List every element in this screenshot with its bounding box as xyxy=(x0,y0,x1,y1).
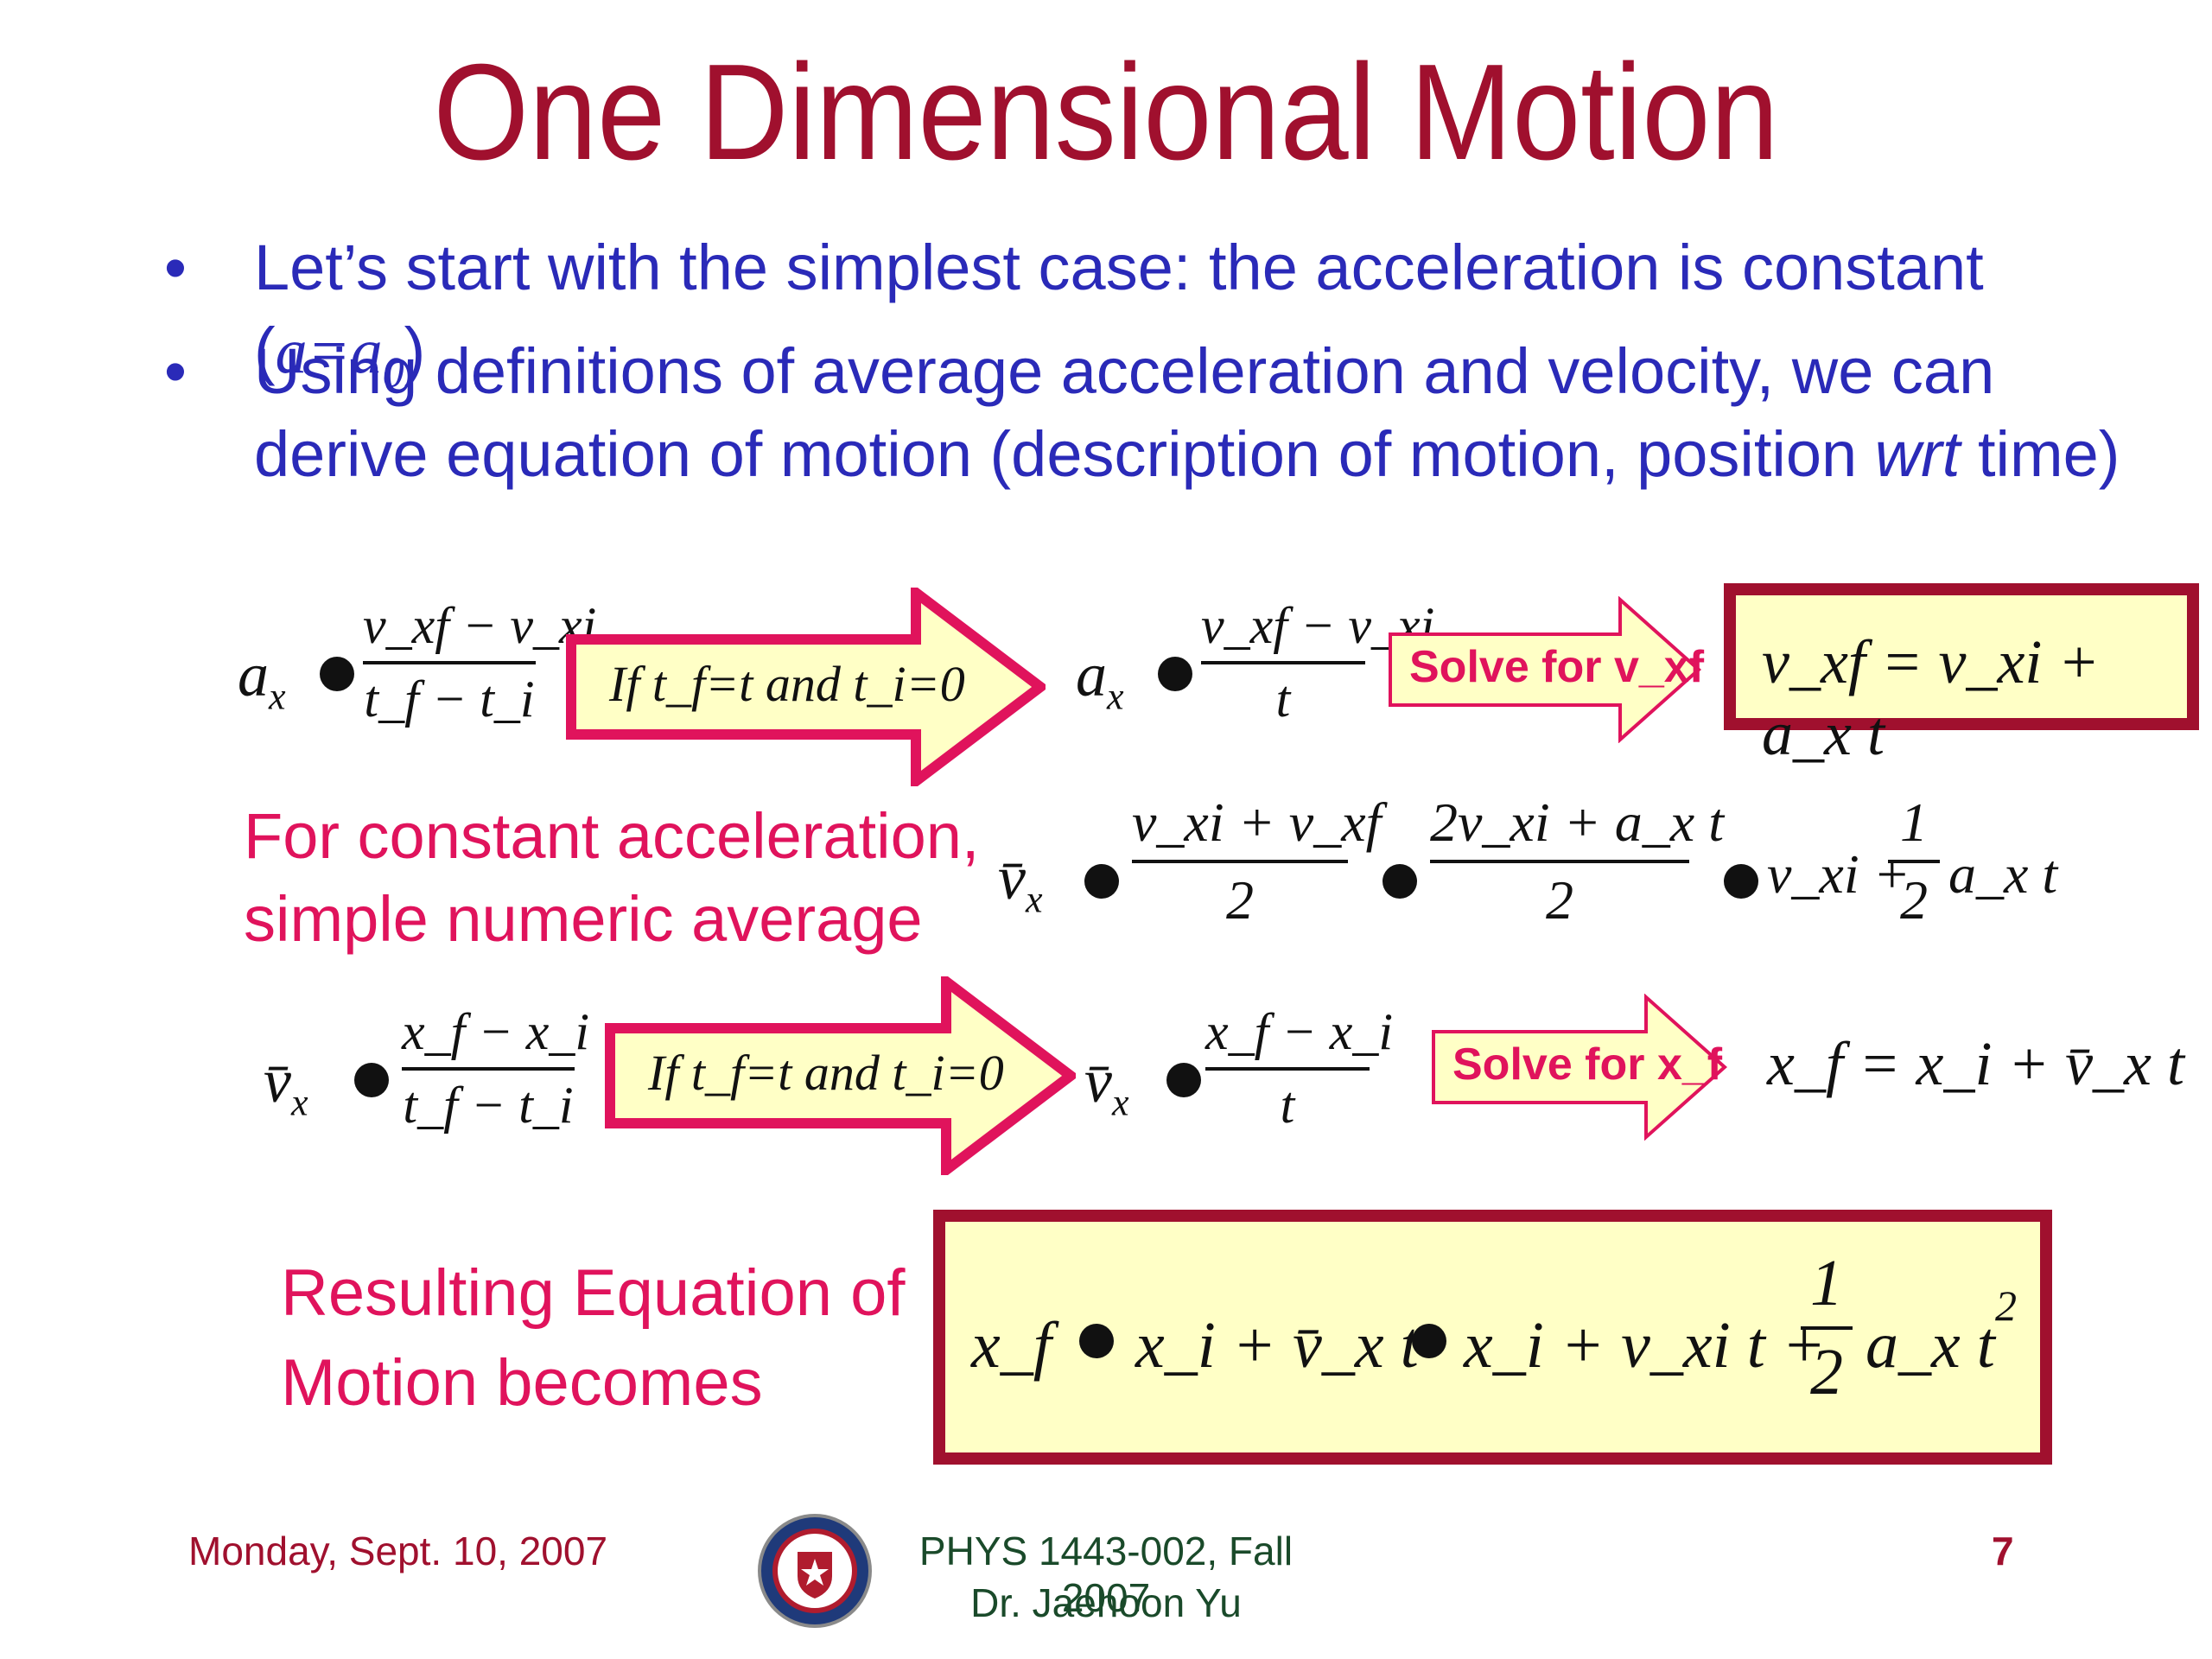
equals-dot xyxy=(1382,864,1417,899)
row1-result-box: v_xf = v_xi + a_x t xyxy=(1724,583,2199,768)
final-eq-part3: x_i + v_xi t + xyxy=(1464,1309,1827,1382)
equals-dot xyxy=(1158,657,1192,691)
result-label: Resulting Equation of Motion becomes xyxy=(281,1256,906,1420)
final-eq-part2: x_i + v̄_x t xyxy=(1135,1309,1419,1382)
bullet-2-text-b: time) xyxy=(1960,418,2120,490)
equals-dot xyxy=(1079,1324,1114,1358)
row3-rhs: v̄x xyxy=(1084,1046,1129,1124)
row1-result: v_xf = v_xi + a_x t xyxy=(1762,627,2101,768)
page-number: 7 xyxy=(1992,1529,2014,1573)
row1-arrow-label: If t_f=t and t_i=0 xyxy=(609,656,965,712)
footer-instructor: Dr. Jaehoon Yu xyxy=(970,1580,1242,1625)
final-eq-tail: a_x t xyxy=(1866,1309,1995,1382)
bullet-marker: • xyxy=(164,232,187,303)
slide-title: One Dimensional Motion xyxy=(433,36,1779,188)
footer-date: Monday, Sept. 10, 2007 xyxy=(188,1529,608,1573)
equals-dot xyxy=(1084,864,1119,899)
equals-dot xyxy=(354,1063,389,1097)
footer-course: PHYS 1443-002, Fall 2007 xyxy=(918,1529,1294,1620)
bullet-2-italic: wrt xyxy=(1874,418,1961,490)
bullet-1-text: Let’s start with the simplest case: the … xyxy=(254,232,1984,386)
bullet-marker: • xyxy=(164,335,187,407)
row1-lhs: ax xyxy=(238,640,286,718)
bullet-1-close: ) xyxy=(404,315,426,386)
row3-arrow: If t_f=t and t_i=0 xyxy=(605,976,1076,1175)
row1-solve-arrow: Solve for v_xf xyxy=(1387,596,1705,743)
row2-f3-tail: a_x t xyxy=(1948,843,2058,905)
equals-dot xyxy=(1724,864,1758,899)
row1-arrow: If t_f=t and t_i=0 xyxy=(566,588,1046,786)
equals-dot xyxy=(1412,1324,1446,1358)
row1-solve-label: Solve for v_xf xyxy=(1409,642,1705,692)
bullet-1-math-sub: 0 xyxy=(382,346,404,396)
row3-lhs: v̄x xyxy=(264,1046,308,1124)
row2-label: For constant acceleration, simple numeri… xyxy=(244,800,980,955)
row3-result: x_f = x_i + v̄_x t xyxy=(1767,1029,2185,1098)
row3-solve-label: Solve for x_f xyxy=(1452,1039,1723,1090)
row1-rhs: ax xyxy=(1076,640,1124,718)
equals-dot xyxy=(320,657,354,691)
final-eq-exponent: 2 xyxy=(1995,1281,2017,1330)
row2-lhs: v̄x xyxy=(998,843,1043,921)
row2-f3-lead: v_xi + xyxy=(1767,843,1910,905)
university-seal-icon xyxy=(756,1512,874,1630)
row3-arrow-label: If t_f=t and t_i=0 xyxy=(648,1045,1004,1101)
equals-dot xyxy=(1166,1063,1201,1097)
bullet-1-math: a=a xyxy=(275,316,383,387)
final-eq-lhs: x_f xyxy=(971,1309,1052,1382)
row3-solve-arrow: Solve for x_f xyxy=(1430,994,1728,1141)
bullet-2-text-a: Using definitions of average acceleratio… xyxy=(254,335,1995,490)
